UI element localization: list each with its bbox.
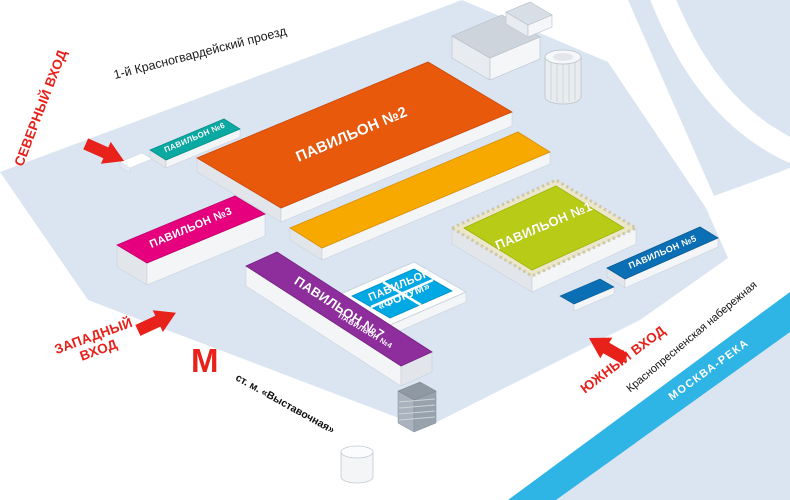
roof-line: [370, 278, 434, 309]
gallery-roof: [559, 278, 615, 305]
pavilion-8-building[interactable]: [289, 131, 551, 261]
pavilion-7-building[interactable]: [245, 251, 433, 387]
roof: [606, 226, 719, 280]
roof: [149, 118, 241, 161]
pavilion-3-building[interactable]: [116, 195, 266, 286]
moskva-river: [508, 292, 790, 500]
tower-cap: [553, 53, 573, 61]
roof: [463, 185, 625, 271]
roof: [289, 131, 551, 249]
south-entrance-arrow-icon[interactable]: [583, 328, 631, 370]
technical-building: [397, 381, 437, 433]
roof: [245, 251, 433, 367]
pavilion-5-building[interactable]: [559, 226, 719, 312]
metro-logo-icon[interactable]: М: [191, 342, 219, 379]
entrance-kiosk: [119, 152, 153, 174]
west-entrance-arrow-icon[interactable]: [133, 302, 181, 342]
round-structure: [340, 445, 374, 484]
tower-cylinder: [544, 49, 582, 105]
service-building: [451, 1, 553, 81]
annex-roof: [505, 1, 553, 26]
road-north-east: [650, 0, 790, 163]
pavilion-2-building[interactable]: [196, 61, 513, 223]
roof: [196, 61, 513, 209]
pavilion-1-building[interactable]: [448, 178, 640, 293]
north-entrance-arrow-icon[interactable]: [81, 133, 129, 172]
pavilion-6-building[interactable]: [149, 118, 241, 169]
roof: [116, 195, 266, 264]
